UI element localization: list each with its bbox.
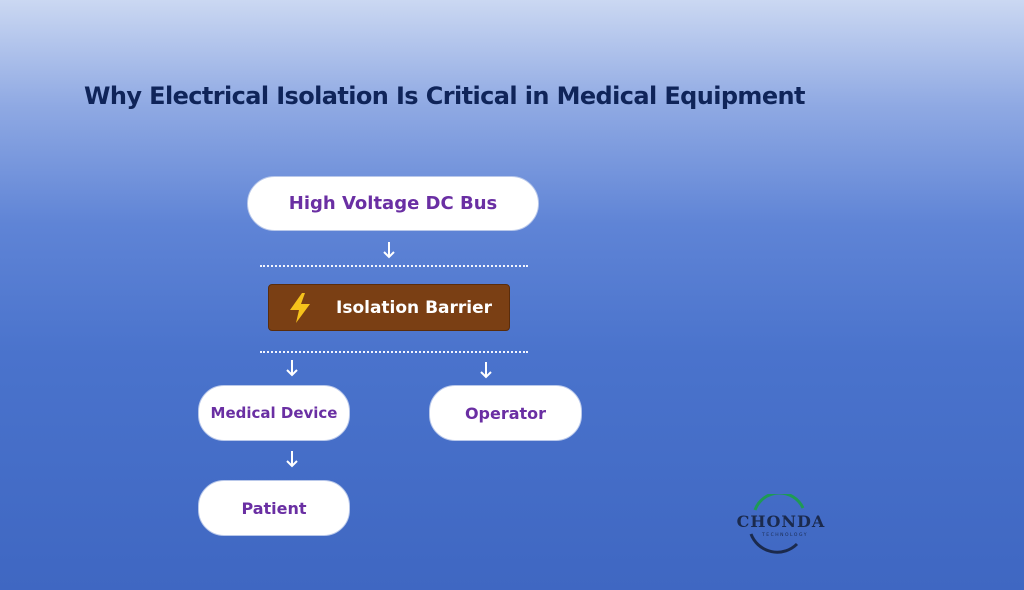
logo-tagline: TECHNOLOGY xyxy=(761,532,808,538)
logo-arc-dark xyxy=(749,533,799,554)
chonda-logo: CHONDA TECHNOLOGY xyxy=(737,494,826,554)
page-title: Why Electrical Isolation Is Critical in … xyxy=(84,82,805,110)
arrow-down-icon xyxy=(383,242,395,259)
node-patient: Patient xyxy=(198,480,350,536)
node-medical-device: Medical Device xyxy=(198,385,350,441)
divider-dotted-bottom xyxy=(260,351,528,353)
divider-dotted-top xyxy=(260,265,528,267)
logo-name: CHONDA xyxy=(737,512,826,531)
node-operator: Operator xyxy=(429,385,582,441)
isolation-barrier-label: Isolation Barrier xyxy=(336,297,493,318)
arrow-down-icon xyxy=(286,360,298,377)
node-high-voltage-dc-bus: High Voltage DC Bus xyxy=(247,176,539,231)
isolation-barrier-box: Isolation Barrier xyxy=(268,284,510,331)
lightning-bolt-icon xyxy=(290,292,310,323)
logo-arc-green xyxy=(753,494,805,511)
arrow-down-icon xyxy=(286,451,298,468)
arrow-down-icon xyxy=(480,362,492,379)
